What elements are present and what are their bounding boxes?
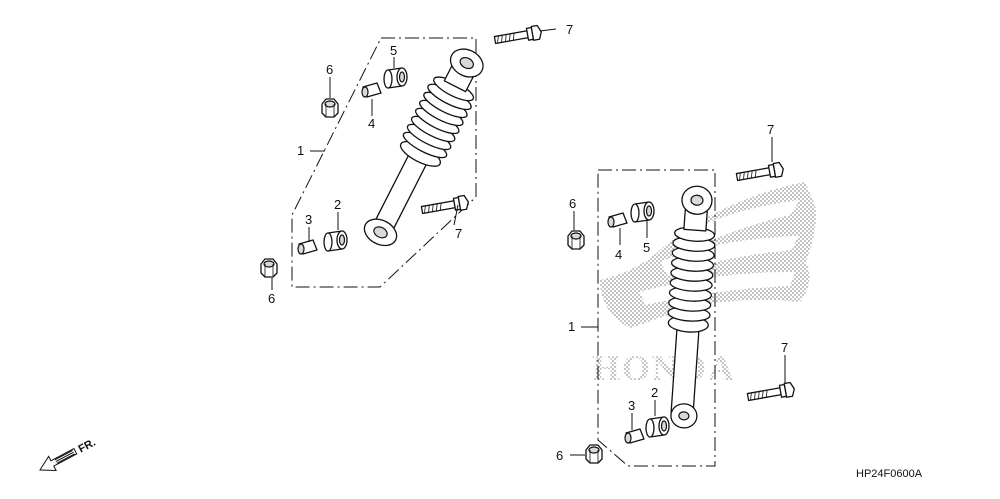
left-shock-absorber (363, 48, 484, 247)
leader-lines (271, 28, 786, 456)
callout-3: 3 (628, 398, 635, 413)
bolt-7-left-top (493, 24, 544, 48)
callout-4: 4 (368, 116, 375, 131)
right-shock-absorber (667, 185, 716, 429)
collar-3-left (297, 239, 318, 255)
bush-2-left (323, 230, 348, 252)
nut-6-left-upper (321, 98, 339, 118)
callout-2: 2 (651, 385, 658, 400)
nut-6-right-upper (567, 230, 585, 250)
callout-5: 5 (390, 43, 397, 58)
callout-4: 4 (615, 247, 622, 262)
bolt-7-right-lower (746, 381, 797, 405)
bolt-7-right-top (735, 161, 786, 185)
collar-3-right (624, 428, 645, 444)
callout-7: 7 (455, 226, 462, 241)
callout-1: 1 (297, 143, 304, 158)
callout-6: 6 (268, 291, 275, 306)
bush-2-right (645, 416, 670, 438)
diagram-code: HP24F0600A (856, 468, 923, 480)
front-direction-arrow: FR. (39, 437, 98, 472)
nut-6-right-lower (585, 444, 603, 464)
bush-5-left (383, 67, 408, 89)
callout-7: 7 (767, 122, 774, 137)
callout-7: 7 (781, 340, 788, 355)
callout-6: 6 (556, 448, 563, 463)
collar-4-left (361, 82, 382, 98)
callout-2: 2 (334, 197, 341, 212)
callout-1: 1 (568, 319, 575, 334)
nut-6-left-lower (260, 258, 278, 278)
direction-label: FR. (77, 437, 98, 456)
collar-4-right (607, 212, 628, 228)
right-assembly-frame (597, 169, 716, 467)
left-assembly-frame (291, 37, 477, 288)
callout-6: 6 (569, 196, 576, 211)
callout-7: 7 (566, 22, 573, 37)
bolt-7-left-lower (420, 194, 471, 218)
honda-wordmark: HONDA (592, 348, 736, 388)
callout-3: 3 (305, 212, 312, 227)
callout-6: 6 (326, 62, 333, 77)
bush-5-right (630, 201, 655, 223)
callout-5: 5 (643, 240, 650, 255)
